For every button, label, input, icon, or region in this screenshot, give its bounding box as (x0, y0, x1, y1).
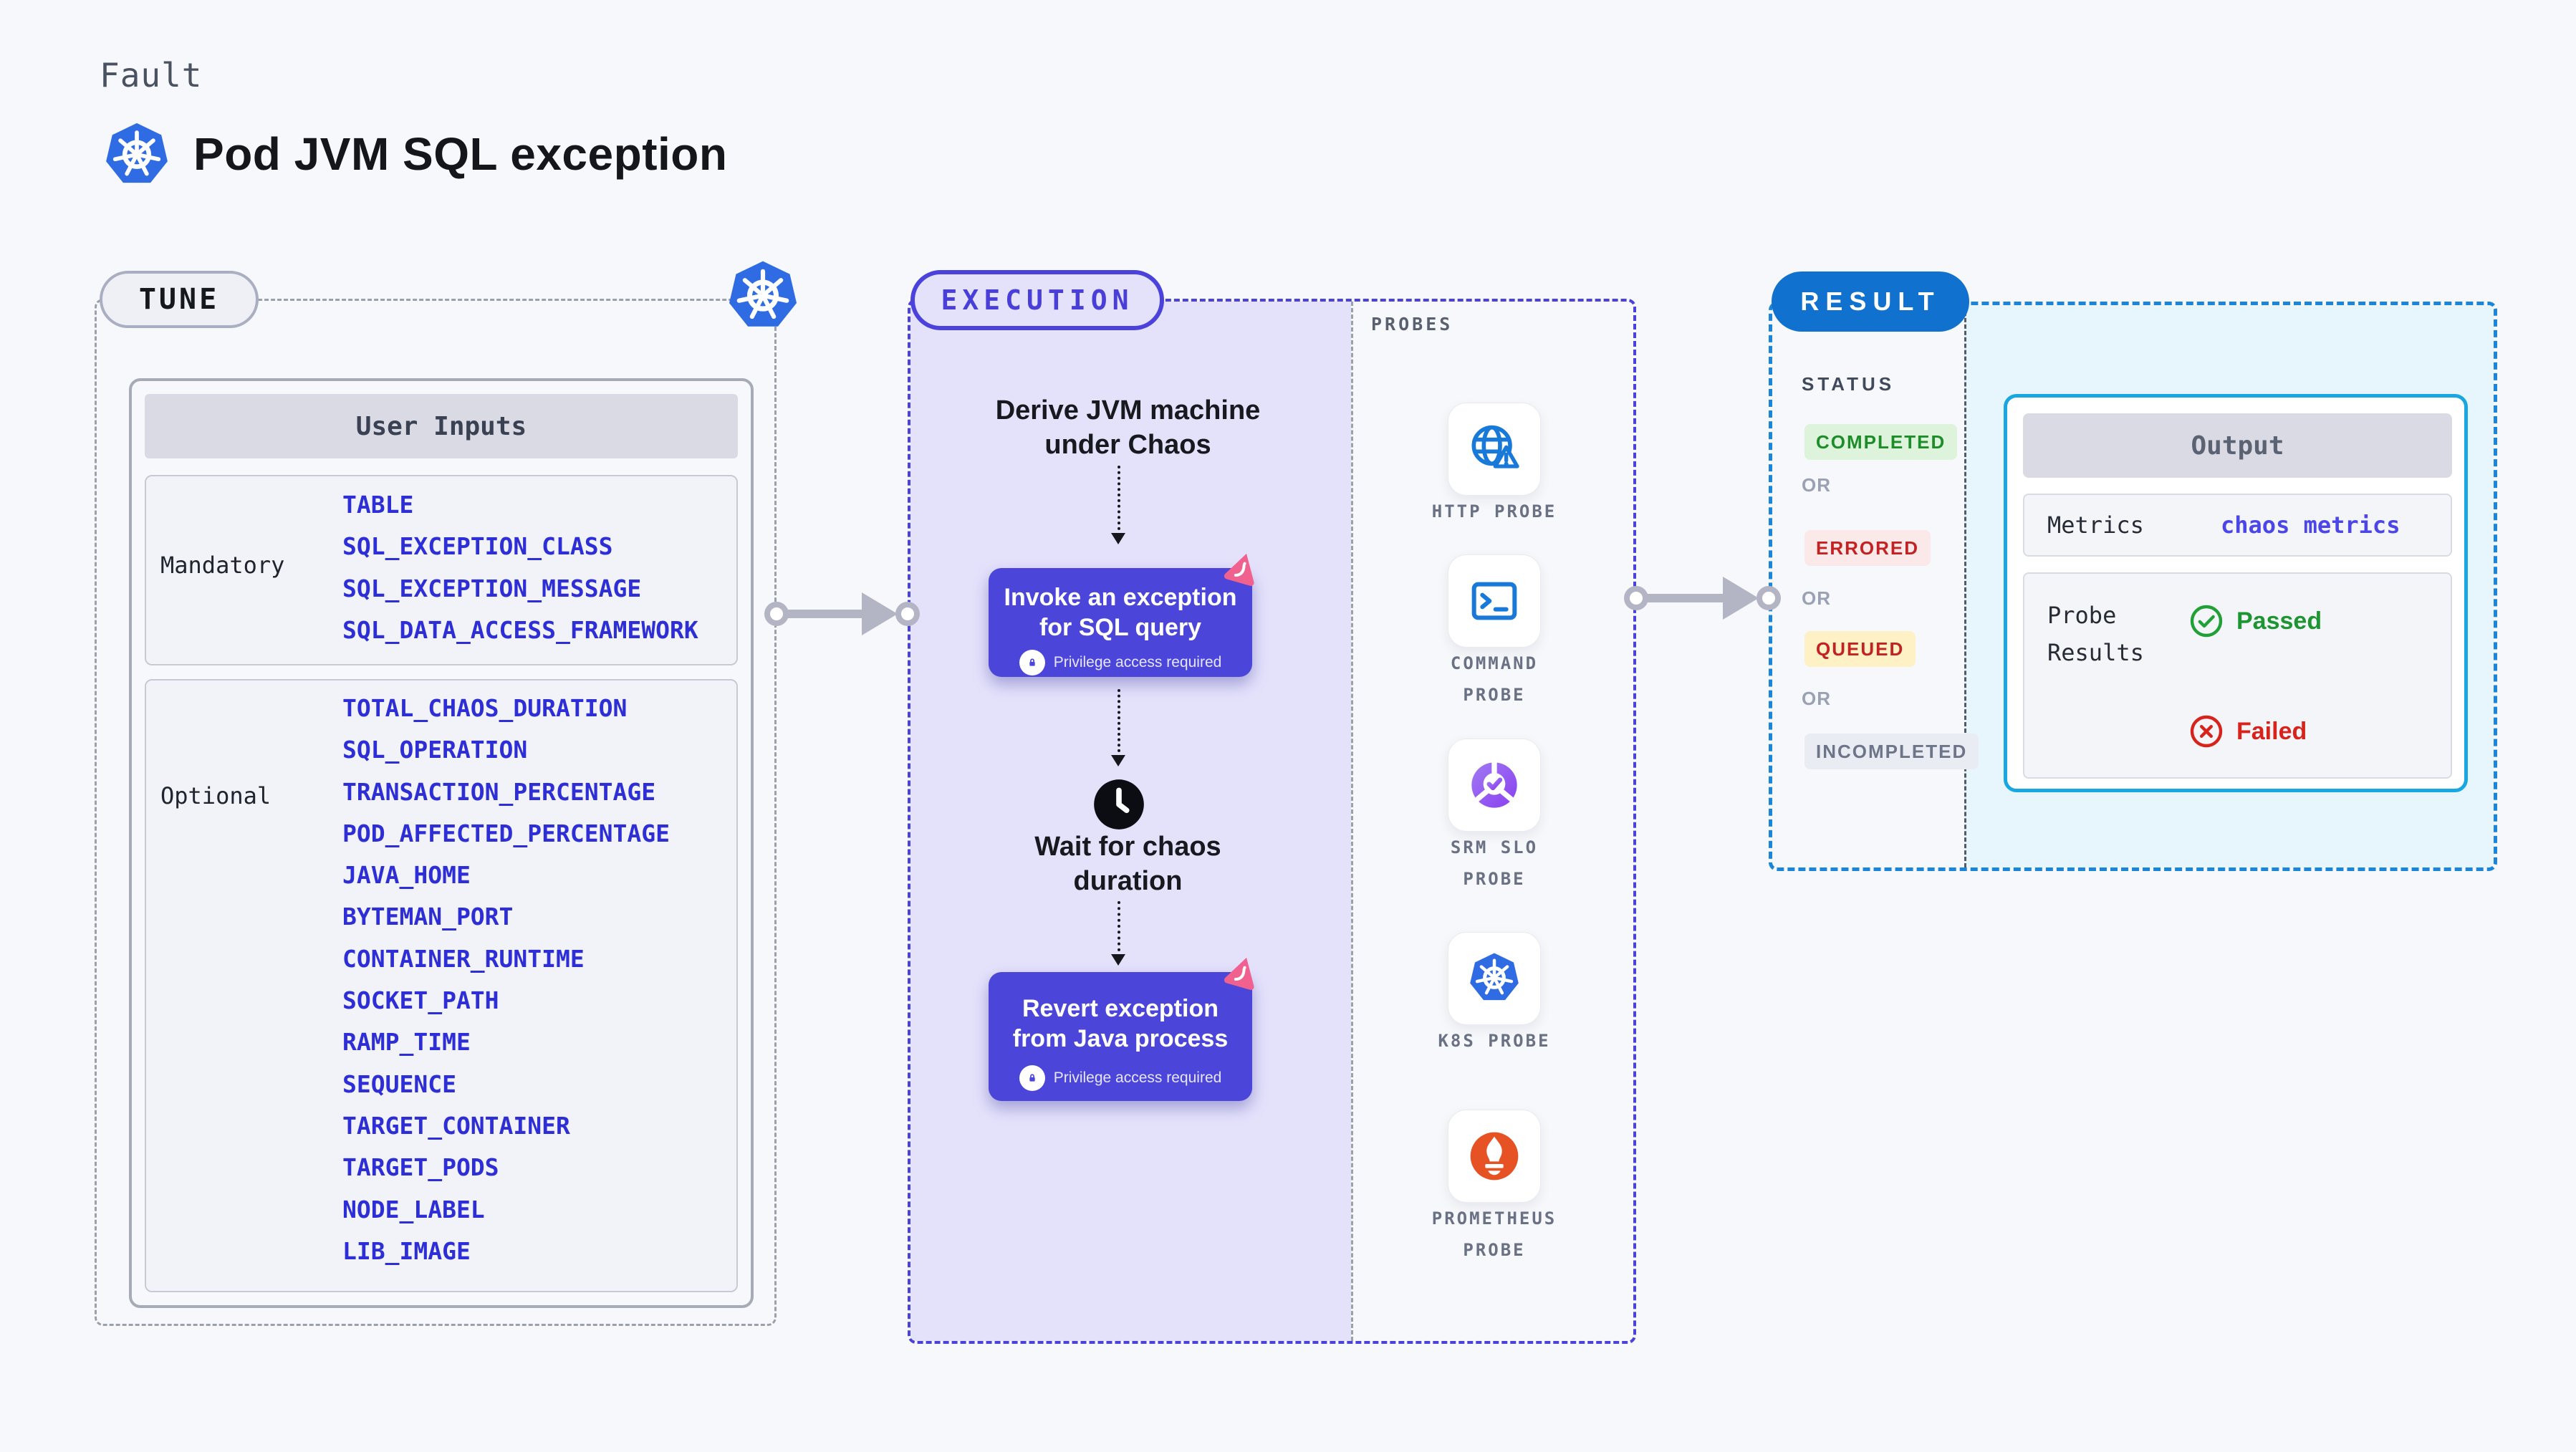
param-item: TARGET_PODS (342, 1153, 499, 1182)
status-output-divider (1964, 305, 1966, 867)
param-item: JAVA_HOME (342, 861, 471, 890)
param-item: SQL_OPERATION (342, 736, 528, 764)
revert-exception-step: Revert exception from Java process Privi… (989, 972, 1252, 1101)
lock-icon (1019, 650, 1045, 675)
globe-warning-icon (1471, 425, 1519, 468)
status-badge-errored: ERRORED (1804, 530, 1931, 566)
execution-probes-divider (1351, 302, 1353, 1341)
k8s-probe-card (1448, 932, 1541, 1025)
srm-slo-probe-label: SRM SLO PROBE (1450, 837, 1539, 889)
user-inputs-card (129, 378, 754, 1308)
param-item: SQL_EXCEPTION_MESSAGE (342, 574, 642, 602)
invoke-exception-step: Invoke an exception for SQL query Privil… (989, 568, 1252, 677)
result-badge: RESULT (1772, 271, 1969, 332)
invoke-step-line2: for SQL query (1039, 614, 1202, 641)
revert-step-line2: from Java process (1012, 1025, 1229, 1052)
prometheus-probe-label: PROMETHEUS PROBE (1431, 1208, 1557, 1260)
derive-step-line2: under Chaos (1044, 430, 1211, 460)
chaos-litmus-icon (1222, 549, 1262, 589)
param-item: SEQUENCE (342, 1069, 456, 1098)
command-probe-label: COMMAND PROBE (1450, 653, 1539, 705)
optional-label: Optional (160, 782, 271, 809)
status-badge-queued: QUEUED (1804, 631, 1916, 667)
probe-failed: Failed (2189, 714, 2307, 749)
execution-to-result-arrow (1624, 575, 1781, 621)
probe-results-label: Probe Results (2047, 602, 2144, 666)
user-inputs-title: User Inputs (145, 394, 738, 458)
status-title: STATUS (1802, 373, 1895, 395)
param-item: TOTAL_CHAOS_DURATION (342, 694, 628, 722)
param-item: CONTAINER_RUNTIME (342, 944, 585, 973)
or-label: OR (1802, 474, 1831, 496)
terminal-icon (1471, 582, 1517, 620)
clock-icon (1092, 777, 1146, 832)
output-card: Output Metrics chaos metrics Probe Resul… (2004, 394, 2468, 792)
k8s-probe-label: K8S PROBE (1438, 1031, 1551, 1051)
execution-section (908, 299, 1636, 1344)
param-item: TABLE (342, 491, 414, 519)
fault-eyebrow: Fault (100, 56, 203, 95)
or-label: OR (1802, 688, 1831, 709)
optional-params-group (145, 679, 738, 1292)
param-item: NODE_LABEL (342, 1195, 485, 1223)
derive-step-label: Derive JVM machine under Chaos (908, 393, 1348, 462)
param-item: TRANSACTION_PERCENTAGE (342, 777, 656, 806)
tune-badge: TUNE (100, 271, 259, 328)
page-title: Pod JVM SQL exception (193, 128, 728, 180)
or-label: OR (1802, 587, 1831, 609)
check-circle-icon (2190, 605, 2223, 638)
kubernetes-icon (100, 116, 174, 195)
probe-results-row: Probe Results Passed OR Failed (2023, 572, 2452, 779)
srm-slo-probe-card (1448, 739, 1541, 832)
mandatory-label: Mandatory (160, 552, 285, 579)
wait-step-line2: duration (1073, 866, 1183, 896)
mandatory-params-group (145, 475, 738, 665)
derive-step-line1: Derive JVM machine (995, 395, 1261, 425)
privilege-note: Privilege access required (1053, 1069, 1222, 1086)
param-item: SQL_EXCEPTION_CLASS (342, 532, 613, 561)
status-badge-completed: COMPLETED (1804, 424, 1958, 460)
probe-passed: Passed (2189, 604, 2322, 638)
status-badge-incompleted: INCOMPLETED (1804, 734, 1979, 769)
param-item: BYTEMAN_PORT (342, 903, 514, 931)
metrics-value: chaos metrics (2221, 511, 2400, 539)
prometheus-probe-card (1448, 1110, 1541, 1203)
wait-step-line1: Wait for chaos (1034, 832, 1221, 862)
privilege-note: Privilege access required (1053, 654, 1222, 670)
param-item: SQL_DATA_ACCESS_FRAMEWORK (342, 615, 698, 644)
param-item: SOCKET_PATH (342, 986, 499, 1015)
x-circle-icon (2190, 715, 2223, 748)
slo-donut-icon (1471, 761, 1517, 808)
http-probe-card (1448, 403, 1541, 496)
execution-badge: EXECUTION (910, 270, 1164, 330)
kubernetes-icon (722, 254, 804, 340)
kubernetes-icon (1465, 949, 1524, 1008)
param-item: POD_AFFECTED_PERCENTAGE (342, 819, 670, 847)
probes-title: PROBES (1371, 314, 1453, 335)
revert-step-line1: Revert exception (1022, 995, 1219, 1022)
http-probe-label: HTTP PROBE (1431, 501, 1557, 521)
passed-label: Passed (2236, 607, 2322, 635)
param-item: LIB_IMAGE (342, 1236, 471, 1265)
mandatory-params-list: TABLE SQL_EXCEPTION_CLASS SQL_EXCEPTION_… (342, 484, 698, 651)
tune-section (95, 299, 777, 1326)
optional-params-list: TOTAL_CHAOS_DURATION SQL_OPERATION TRANS… (342, 688, 670, 1272)
chaos-litmus-icon (1222, 953, 1262, 993)
output-title: Output (2023, 413, 2452, 478)
prometheus-icon (1470, 1132, 1519, 1181)
invoke-step-line1: Invoke an exception (1004, 584, 1237, 611)
tune-to-execution-arrow (764, 591, 920, 637)
failed-label: Failed (2236, 717, 2307, 745)
metrics-row: Metrics chaos metrics (2023, 494, 2452, 557)
lock-icon (1019, 1065, 1045, 1091)
param-item: RAMP_TIME (342, 1028, 471, 1057)
command-probe-card (1448, 554, 1541, 648)
metrics-label: Metrics (2047, 511, 2144, 539)
wait-step-label: Wait for chaos duration (908, 830, 1348, 898)
param-item: TARGET_CONTAINER (342, 1111, 570, 1140)
